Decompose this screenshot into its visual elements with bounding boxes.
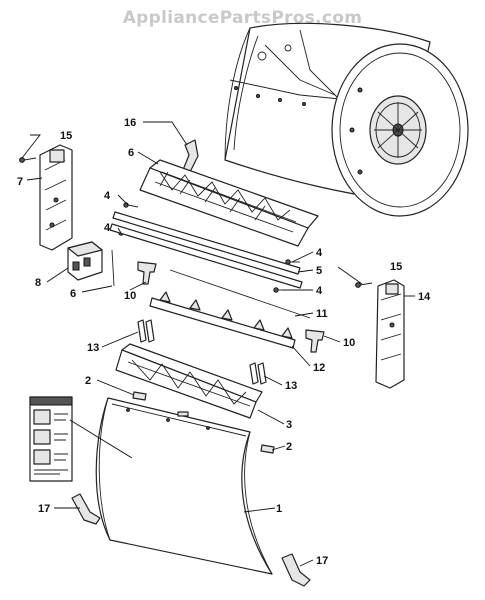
callout-labels: 1 2 2 3 4 4 4 4 5 6 6 7 8 10 10 11 12 13…	[17, 117, 431, 567]
callout-3: 3	[286, 419, 292, 431]
callout-4-lower-left: 4	[104, 222, 111, 234]
callout-13-left: 13	[87, 342, 99, 354]
part-17-clip-right	[281, 553, 311, 587]
callout-2-right: 2	[286, 441, 292, 453]
callout-14: 14	[418, 291, 431, 303]
part-6-upper-frame	[139, 159, 319, 247]
callout-4-lower-right: 4	[316, 285, 323, 297]
callout-11: 11	[316, 308, 328, 320]
callout-10-left: 10	[124, 290, 136, 302]
part-2-roller-left	[132, 391, 147, 401]
callout-10-right: 10	[343, 337, 355, 349]
callout-4-upper-right: 4	[316, 247, 323, 259]
part-12-bar	[149, 291, 296, 349]
callout-6-lower: 6	[70, 288, 76, 300]
callout-12: 12	[313, 362, 325, 374]
part-11-rod	[169, 269, 311, 319]
part-8-switch	[67, 241, 103, 281]
part-1-front-panel	[95, 397, 273, 575]
part-10-clip-left	[137, 261, 157, 285]
callout-4-upper-left: 4	[104, 190, 111, 202]
callout-5: 5	[316, 265, 322, 277]
drum-rear-bulkhead	[331, 43, 469, 217]
part-6-wire	[111, 249, 115, 287]
drum-assembly	[224, 22, 469, 217]
callout-16: 16	[124, 117, 136, 129]
callout-15-right: 15	[390, 261, 402, 273]
part-15-screw-right	[355, 282, 373, 288]
callout-17-right: 17	[316, 555, 328, 567]
part-5-rails	[109, 211, 303, 289]
part-16-clip	[182, 139, 199, 173]
instruction-label-sheet	[29, 396, 73, 482]
callout-15-left: 15	[60, 130, 72, 142]
callout-6-upper: 6	[128, 147, 134, 159]
callout-8: 8	[35, 277, 41, 289]
callout-7: 7	[17, 176, 23, 188]
callout-2-left: 2	[85, 375, 91, 387]
part-10-clip-right	[305, 329, 325, 353]
part-7-left-bracket	[39, 144, 73, 251]
callout-1: 1	[276, 503, 282, 515]
leader-lines	[21, 121, 415, 567]
part-13-pads-left	[137, 319, 155, 343]
callout-17-left: 17	[38, 503, 50, 515]
part-15-screw-left	[19, 157, 37, 163]
callout-13-right: 13	[285, 380, 297, 392]
part-13-pads-right	[249, 362, 267, 385]
part-2-roller-right	[260, 444, 275, 454]
part-17-clip-left	[71, 493, 101, 525]
part-3-lower-frame	[115, 343, 263, 419]
part-14-right-bracket	[375, 279, 405, 389]
